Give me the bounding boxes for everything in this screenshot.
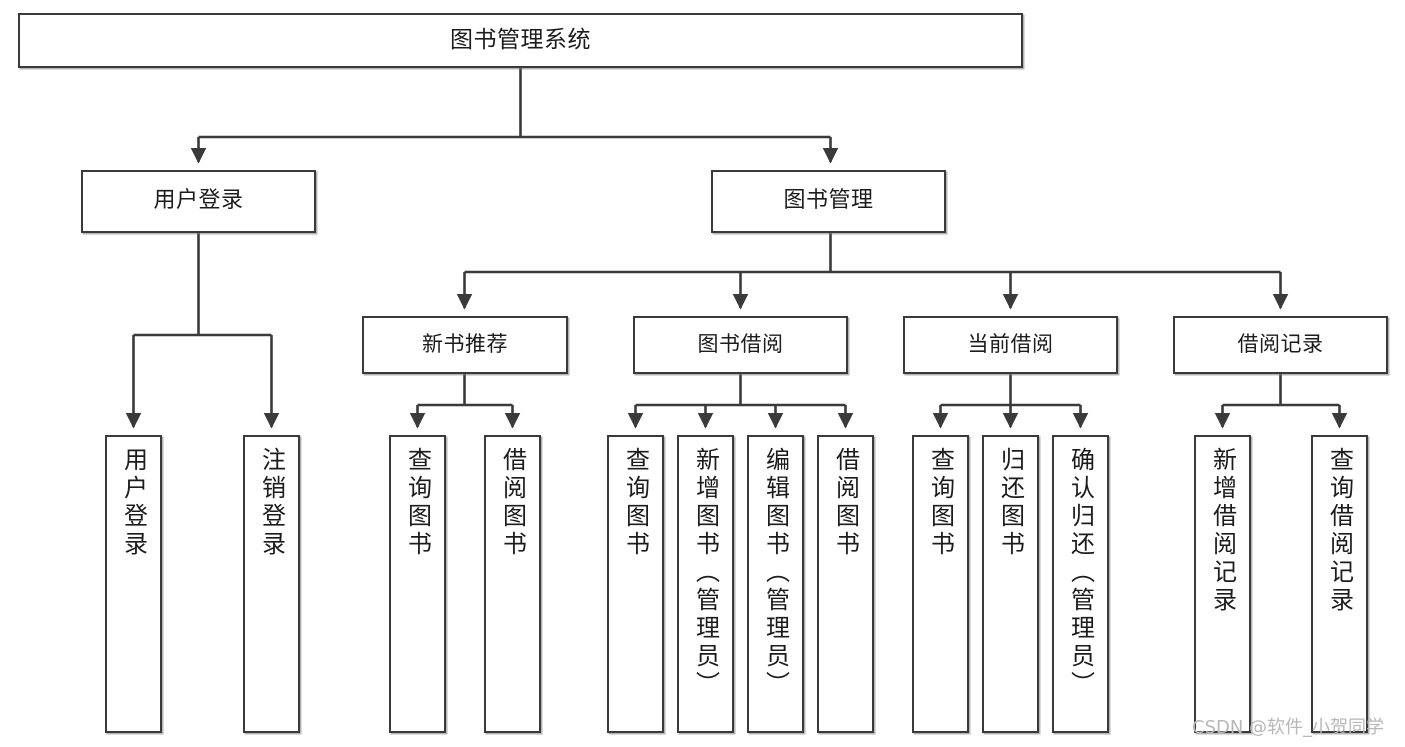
- node-borrow-record[interactable]: 借阅记录: [1173, 316, 1388, 374]
- node-root-label: 图书管理系统: [450, 26, 591, 53]
- node-leaf-borrow-book-1[interactable]: 借阅图书: [484, 435, 541, 733]
- node-new-book-recommend-label: 新书推荐: [422, 332, 508, 357]
- node-leaf-edit-book-label: 编辑图书（管理员）: [761, 447, 790, 699]
- node-leaf-return-book-label: 归还图书: [996, 447, 1025, 559]
- node-leaf-return-book[interactable]: 归还图书: [982, 435, 1039, 733]
- node-leaf-confirm-return-label: 确认归还（管理员）: [1066, 447, 1095, 699]
- node-root[interactable]: 图书管理系统: [18, 13, 1023, 68]
- node-current-borrow[interactable]: 当前借阅: [903, 316, 1118, 374]
- node-current-borrow-label: 当前借阅: [967, 332, 1054, 357]
- node-leaf-confirm-return[interactable]: 确认归还（管理员）: [1052, 435, 1109, 733]
- node-leaf-query-record[interactable]: 查询借阅记录: [1311, 435, 1368, 733]
- node-leaf-borrow-book-2-label: 借阅图书: [831, 447, 860, 559]
- node-leaf-query-book-2[interactable]: 查询图书: [607, 435, 664, 733]
- node-leaf-user-login-label: 用户登录: [119, 447, 148, 559]
- node-leaf-add-book[interactable]: 新增图书（管理员）: [677, 435, 734, 733]
- csdn-watermark: CSDN @软件_小贺同学: [1192, 717, 1385, 738]
- node-leaf-add-book-label: 新增图书（管理员）: [691, 447, 720, 699]
- node-leaf-query-book-2-label: 查询图书: [621, 447, 650, 559]
- node-book-manage[interactable]: 图书管理: [711, 170, 946, 233]
- node-leaf-query-book-1[interactable]: 查询图书: [389, 435, 446, 733]
- node-leaf-add-record-label: 新增借阅记录: [1208, 447, 1237, 615]
- node-user-login-label: 用户登录: [153, 188, 244, 214]
- node-leaf-user-logout[interactable]: 注销登录: [243, 435, 300, 733]
- node-book-borrow-label: 图书借阅: [697, 332, 784, 357]
- node-leaf-borrow-book-2[interactable]: 借阅图书: [817, 435, 874, 733]
- node-leaf-query-record-label: 查询借阅记录: [1325, 447, 1354, 615]
- node-book-manage-label: 图书管理: [783, 188, 874, 214]
- node-leaf-query-book-1-label: 查询图书: [403, 447, 432, 559]
- node-leaf-borrow-book-1-label: 借阅图书: [498, 447, 527, 559]
- node-borrow-record-label: 借阅记录: [1237, 332, 1324, 357]
- node-leaf-user-login[interactable]: 用户登录: [105, 435, 162, 733]
- node-leaf-user-logout-label: 注销登录: [257, 447, 286, 559]
- node-leaf-query-book-3[interactable]: 查询图书: [912, 435, 969, 733]
- node-user-login[interactable]: 用户登录: [81, 170, 316, 233]
- node-leaf-edit-book[interactable]: 编辑图书（管理员）: [747, 435, 804, 733]
- node-leaf-add-record[interactable]: 新增借阅记录: [1194, 435, 1251, 733]
- node-book-borrow[interactable]: 图书借阅: [633, 316, 848, 374]
- node-leaf-query-book-3-label: 查询图书: [926, 447, 955, 559]
- node-new-book-recommend[interactable]: 新书推荐: [362, 316, 568, 374]
